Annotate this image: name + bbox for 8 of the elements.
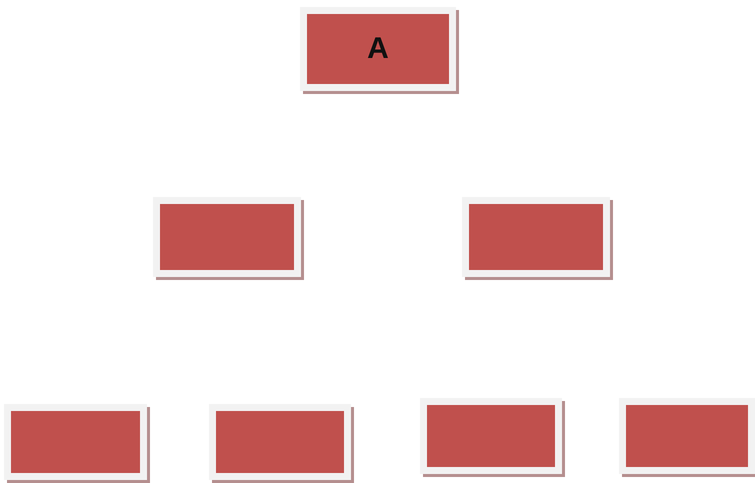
empty-box [4,404,147,480]
node-label: A [367,32,389,66]
empty-box [420,398,562,474]
empty-box [153,197,301,277]
empty-box [462,197,610,277]
empty-box [619,398,755,474]
labeled-box [300,7,456,91]
empty-box [209,404,351,480]
